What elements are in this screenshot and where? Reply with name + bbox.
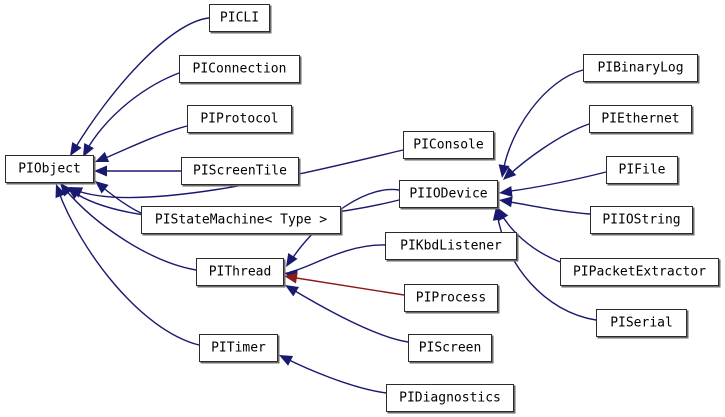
class-node-piscreen[interactable]: PIScreen — [408, 334, 492, 362]
edge-line — [496, 212, 597, 321]
class-node-pibinarylog[interactable]: PIBinaryLog — [583, 54, 698, 82]
arrowhead-icon — [503, 167, 517, 180]
class-node-piprocess[interactable]: PIProcess — [404, 284, 498, 312]
arrowhead-icon — [279, 355, 294, 366]
edge-e-piethernet-piiodevice — [503, 123, 590, 180]
edge-line — [73, 17, 210, 151]
class-node-piethernet[interactable]: PIEthernet — [589, 105, 692, 133]
class-node-label: PITimer — [211, 340, 266, 355]
edge-e-piiostring-piiodevice — [499, 196, 591, 215]
class-node-label: PIFile — [618, 162, 666, 177]
class-node-label: PIObject — [18, 161, 81, 176]
arrowhead-icon — [499, 196, 513, 208]
edge-e-pibinarylog-piiodevice — [498, 69, 584, 178]
edge-line — [503, 200, 591, 215]
class-node-pifile[interactable]: PIFile — [606, 156, 678, 184]
arrowhead-icon — [498, 164, 510, 178]
class-node-pithread[interactable]: PIThread — [196, 258, 284, 286]
class-node-pipacketextractor[interactable]: PIPacketExtractor — [560, 258, 719, 286]
class-node-label: PISerial — [610, 315, 673, 330]
class-node-label: PIIOString — [602, 212, 681, 227]
class-node-label: PIKbdListener — [400, 238, 502, 253]
class-node-piconnection[interactable]: PIConnection — [179, 55, 300, 83]
arrowhead-icon — [67, 187, 81, 199]
class-node-pidiagnostics[interactable]: PIDiagnostics — [386, 384, 514, 412]
edge-e-pidiagnostics-pitimer — [279, 355, 387, 394]
edge-line — [507, 123, 590, 177]
edge-e-piscreentile-piobject — [94, 165, 181, 177]
class-node-label: PIThread — [208, 264, 272, 279]
edge-e-piscreen-pithread — [285, 285, 409, 343]
class-node-label: PIScreen — [418, 340, 482, 355]
arrowhead-icon — [499, 185, 513, 197]
edge-line — [100, 125, 188, 161]
arrowhead-icon — [94, 165, 107, 177]
class-node-label: PICLI — [219, 10, 260, 25]
class-node-label: PIIODevice — [409, 186, 488, 201]
edge-line — [289, 244, 386, 273]
class-node-piobject[interactable]: PIObject — [5, 155, 94, 183]
edge-line — [289, 276, 405, 296]
class-node-label: PIConsole — [413, 137, 484, 152]
arrowhead-icon — [95, 151, 110, 162]
edge-line — [74, 149, 404, 199]
class-node-label: PIConnection — [192, 61, 287, 76]
class-node-label: PIPacketExtractor — [572, 264, 707, 279]
class-node-label: PIEthernet — [601, 111, 680, 126]
edge-line — [289, 287, 409, 343]
arrowhead-icon — [83, 142, 94, 157]
edge-line — [57, 189, 200, 346]
arrowhead-icon — [55, 184, 66, 199]
edge-line — [503, 171, 607, 193]
arrowhead-icon — [285, 285, 299, 297]
class-node-label: PIDiagnostics — [399, 390, 501, 405]
arrowhead-icon — [284, 272, 298, 284]
class-node-piprotocol[interactable]: PIProtocol — [187, 105, 292, 133]
class-node-label: PIScreenTile — [193, 163, 287, 178]
arrowhead-icon — [95, 181, 109, 194]
class-node-pistatemachine[interactable]: PIStateMachine< Type > — [141, 206, 341, 234]
edge-e-piprotocol-piobject — [95, 125, 188, 162]
class-node-piscreentile[interactable]: PIScreenTile — [181, 157, 299, 185]
class-node-piiodevice[interactable]: PIIODevice — [399, 180, 498, 208]
class-node-picli[interactable]: PICLI — [209, 4, 270, 32]
edge-e-piconnection-piobject — [83, 72, 180, 157]
arrowhead-icon — [492, 207, 504, 221]
arrowhead-icon — [286, 253, 298, 267]
edge-line — [284, 357, 387, 394]
edge-e-pifile-piiodevice — [499, 171, 607, 197]
edge-line — [85, 72, 180, 152]
edge-e-piserial-piiodevice — [492, 207, 597, 321]
edge-line — [63, 187, 197, 271]
edge-line — [100, 185, 142, 214]
edge-e-piprocess-pithread — [284, 272, 405, 296]
edge-line — [502, 69, 584, 173]
edge-e-pistatemachine-piobject — [95, 181, 142, 214]
class-node-label: PIProtocol — [200, 111, 279, 126]
class-node-piiostring[interactable]: PIIOString — [590, 206, 693, 234]
class-node-pitimer[interactable]: PITimer — [199, 334, 278, 362]
class-node-piserial[interactable]: PISerial — [596, 309, 687, 337]
edge-e-pitimer-piobject — [55, 184, 200, 346]
class-node-pikbdlistener[interactable]: PIKbdListener — [385, 232, 517, 260]
edge-e-picli-piobject — [70, 17, 210, 156]
class-node-label: PIBinaryLog — [597, 60, 684, 75]
arrowhead-icon — [70, 142, 82, 156]
class-node-piconsole[interactable]: PIConsole — [403, 131, 494, 159]
class-node-label: PIStateMachine< Type > — [154, 212, 328, 227]
class-node-label: PIProcess — [415, 290, 487, 305]
